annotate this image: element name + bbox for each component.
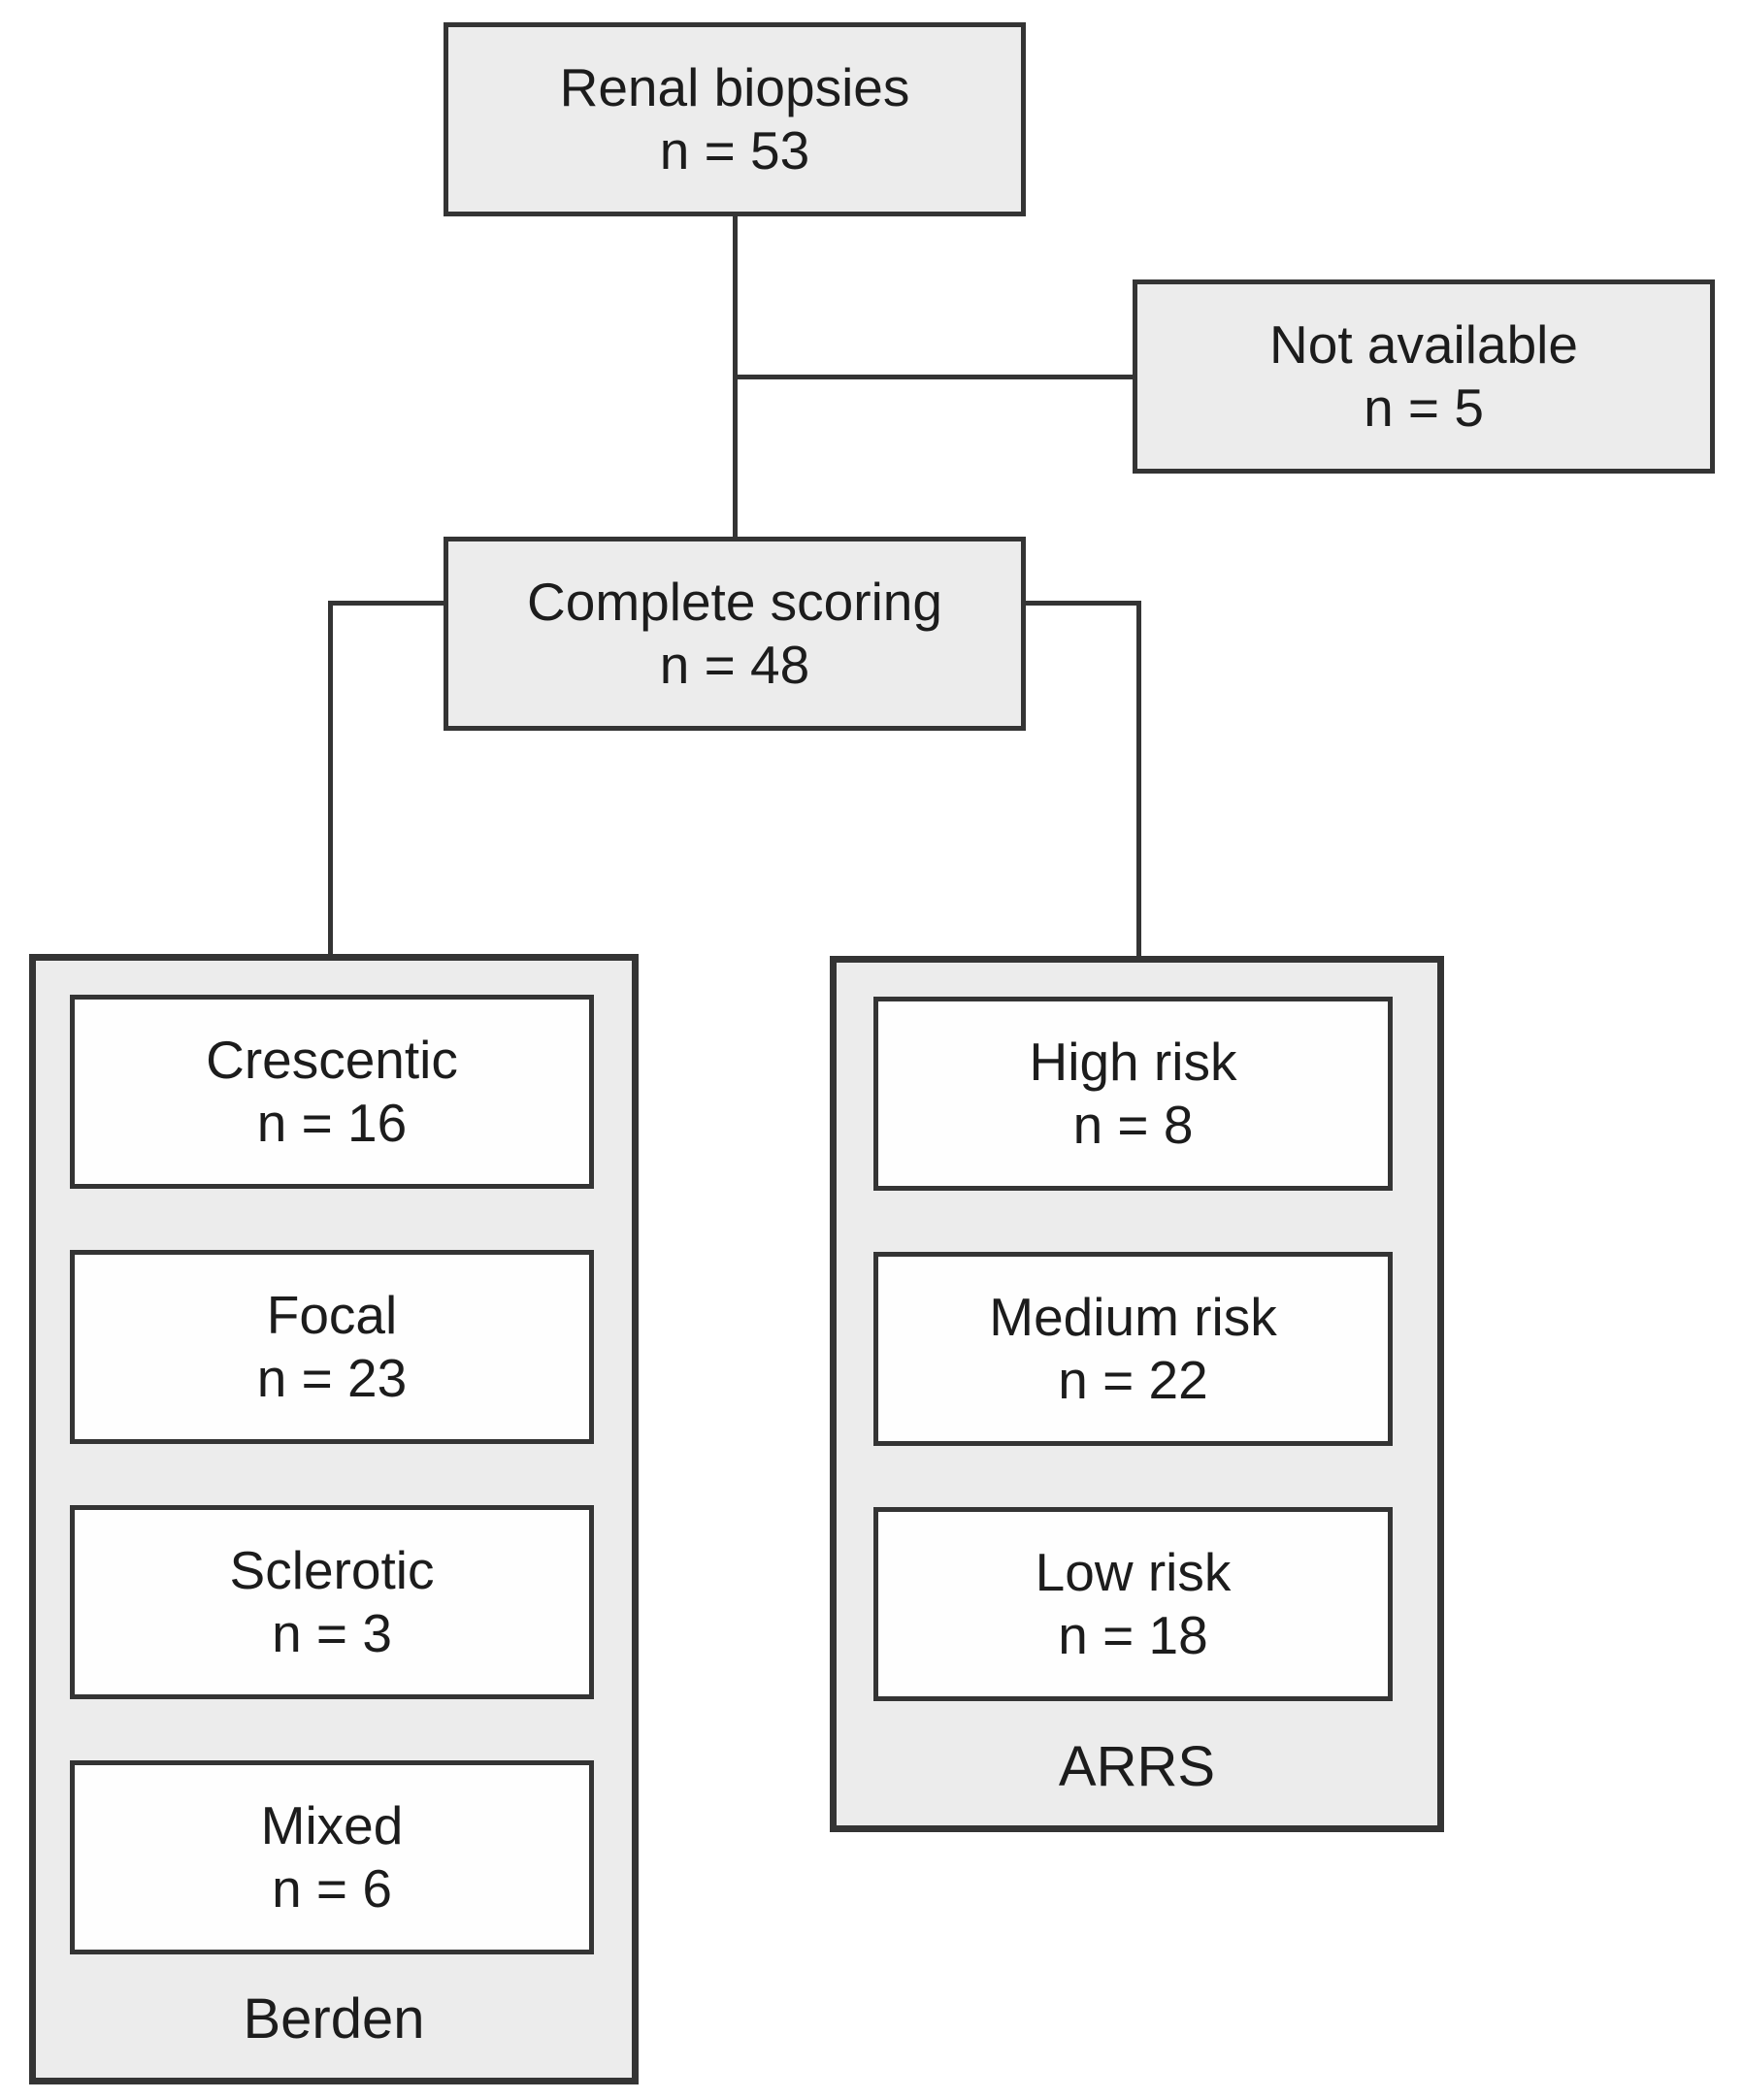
connector-complete-to-arrs-vertical — [1136, 601, 1141, 960]
high-risk-label: High risk — [1029, 1032, 1237, 1092]
high-risk-count: n = 8 — [1072, 1095, 1194, 1155]
sclerotic-box: Sclerotic n = 3 — [70, 1505, 594, 1699]
not-available-label: Not available — [1269, 314, 1578, 375]
renal-biopsies-count: n = 53 — [659, 120, 810, 180]
complete-scoring-node: Complete scoring n = 48 — [444, 537, 1026, 731]
low-risk-box: Low risk n = 18 — [873, 1507, 1393, 1701]
not-available-count: n = 5 — [1364, 377, 1484, 438]
renal-biopsies-label: Renal biopsies — [559, 57, 910, 117]
connector-complete-to-berden-horizontal — [328, 601, 446, 606]
connector-complete-to-arrs-horizontal — [1024, 601, 1141, 606]
connector-complete-to-berden-vertical — [328, 601, 333, 958]
mixed-box: Mixed n = 6 — [70, 1760, 594, 1954]
berden-group-label: Berden — [243, 1987, 425, 2051]
sclerotic-label: Sclerotic — [229, 1540, 435, 1600]
crescentic-label: Crescentic — [206, 1030, 458, 1090]
focal-box: Focal n = 23 — [70, 1250, 594, 1444]
high-risk-box: High risk n = 8 — [873, 997, 1393, 1191]
low-risk-label: Low risk — [1035, 1542, 1232, 1602]
sclerotic-count: n = 3 — [272, 1603, 392, 1663]
arrs-group-label: ARRS — [1058, 1735, 1216, 1798]
complete-scoring-label: Complete scoring — [527, 572, 942, 632]
low-risk-count: n = 18 — [1058, 1605, 1208, 1665]
focal-label: Focal — [266, 1285, 398, 1345]
renal-biopsies-node: Renal biopsies n = 53 — [444, 22, 1026, 216]
focal-count: n = 23 — [256, 1348, 408, 1408]
connector-to-not-available — [735, 375, 1135, 379]
medium-risk-box: Medium risk n = 22 — [873, 1252, 1393, 1446]
mixed-count: n = 6 — [272, 1858, 392, 1919]
medium-risk-label: Medium risk — [989, 1287, 1277, 1347]
crescentic-box: Crescentic n = 16 — [70, 995, 594, 1189]
complete-scoring-count: n = 48 — [659, 635, 810, 695]
not-available-node: Not available n = 5 — [1133, 279, 1715, 474]
crescentic-count: n = 16 — [256, 1093, 408, 1153]
medium-risk-count: n = 22 — [1058, 1350, 1208, 1410]
mixed-label: Mixed — [260, 1795, 404, 1855]
